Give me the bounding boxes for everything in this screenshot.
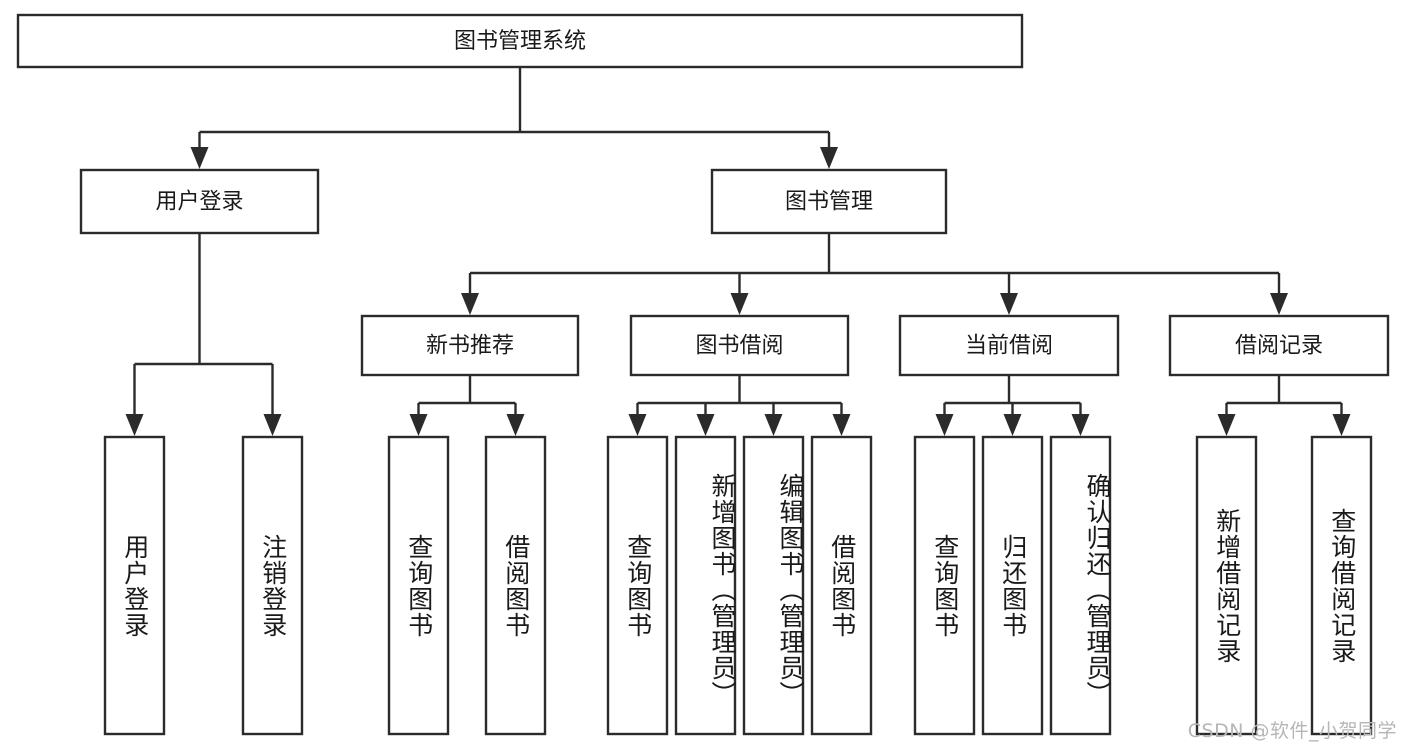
node-box-b-add[interactable]: [674, 435, 737, 736]
node-label-records: 借阅记录: [1235, 334, 1323, 359]
node-n-borrow[interactable]: [484, 435, 547, 736]
node-label-borrow: 图书借阅: [695, 334, 783, 359]
node-c-query[interactable]: [913, 435, 976, 736]
node-b-add[interactable]: [674, 435, 737, 736]
node-box-c-return[interactable]: [981, 435, 1044, 736]
node-root[interactable]: 图书管理系统: [16, 13, 1024, 69]
node-box-borrow[interactable]: [629, 314, 850, 377]
node-box-n-borrow[interactable]: [484, 435, 547, 736]
node-box-c-confirm[interactable]: [1049, 435, 1112, 736]
node-box-l-login[interactable]: [103, 435, 166, 736]
node-box-records[interactable]: [1168, 314, 1390, 377]
node-b-edit[interactable]: [742, 435, 805, 736]
node-box-b-lend[interactable]: [810, 435, 873, 736]
watermark-text: CSDN @软件_小贺同学: [1187, 720, 1397, 742]
node-label-current: 当前借阅: [965, 334, 1053, 359]
node-label-login: 用户登录: [155, 190, 243, 215]
node-bookmgmt[interactable]: 图书管理: [710, 168, 948, 235]
node-box-newbook[interactable]: [360, 314, 580, 377]
node-newbook[interactable]: 新书推荐: [360, 314, 580, 377]
node-current[interactable]: 当前借阅: [898, 314, 1120, 377]
node-records[interactable]: 借阅记录: [1168, 314, 1390, 377]
node-box-r-add[interactable]: [1195, 435, 1258, 736]
node-box-r-query[interactable]: [1310, 435, 1373, 736]
node-label-root: 图书管理系统: [454, 29, 586, 54]
node-l-logout[interactable]: [241, 435, 304, 736]
node-l-login[interactable]: [103, 435, 166, 736]
node-box-b-edit[interactable]: [742, 435, 805, 736]
node-label-newbook: 新书推荐: [426, 334, 514, 359]
node-borrow[interactable]: 图书借阅: [629, 314, 850, 377]
node-box-bookmgmt[interactable]: [710, 168, 948, 235]
node-box-root[interactable]: [16, 13, 1024, 69]
node-n-query[interactable]: [387, 435, 450, 736]
node-box-login[interactable]: [79, 168, 320, 235]
node-box-l-logout[interactable]: [241, 435, 304, 736]
node-box-current[interactable]: [898, 314, 1120, 377]
node-c-confirm[interactable]: [1049, 435, 1112, 736]
node-r-query[interactable]: [1310, 435, 1373, 736]
node-r-add[interactable]: [1195, 435, 1258, 736]
node-box-n-query[interactable]: [387, 435, 450, 736]
edges-layer: [125, 67, 1351, 436]
node-box-b-query[interactable]: [606, 435, 669, 736]
node-b-query[interactable]: [606, 435, 669, 736]
node-b-lend[interactable]: [810, 435, 873, 736]
node-label-bookmgmt: 图书管理: [785, 190, 873, 215]
node-c-return[interactable]: [981, 435, 1044, 736]
node-box-c-query[interactable]: [913, 435, 976, 736]
node-login[interactable]: 用户登录: [79, 168, 320, 235]
